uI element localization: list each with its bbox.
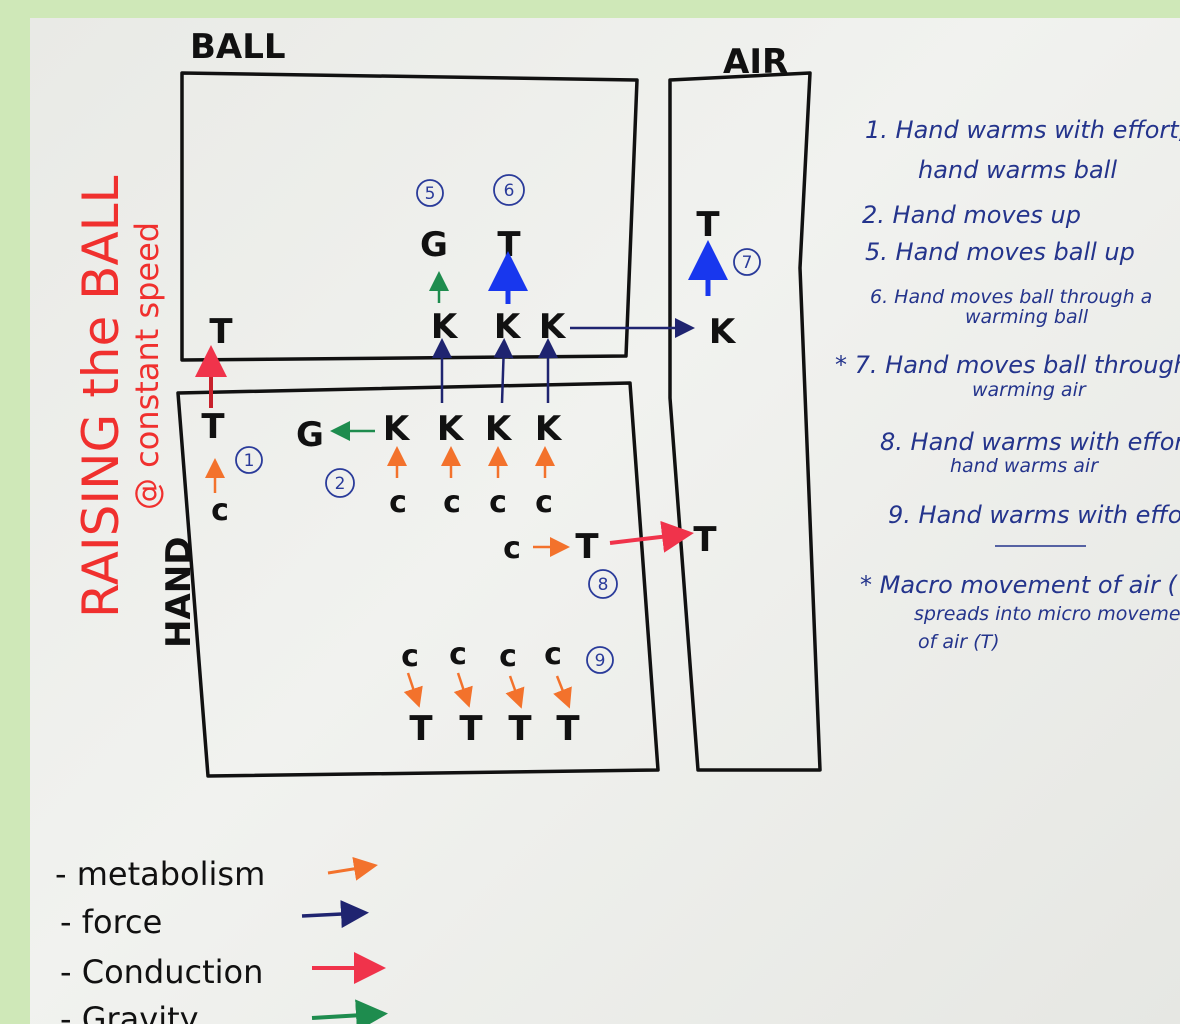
force-arrow (493, 338, 514, 404)
symbol-kinetic: K (437, 409, 465, 449)
symbol-kinetic: K (535, 409, 563, 449)
symbol-thermal: T (696, 205, 720, 245)
symbol-kinetic: K (383, 409, 411, 449)
svg-text:8: 8 (598, 575, 609, 595)
legend-gravity-arrow (311, 999, 388, 1024)
symbol-chemical: c (499, 639, 517, 674)
symbol-chemical: c (535, 485, 553, 520)
note-line: * 7. Hand moves ball through (835, 351, 1180, 379)
note-line: of air (T) (918, 631, 1000, 653)
step-8-marker: 8 (588, 569, 618, 599)
svg-text:7: 7 (742, 253, 753, 273)
legend-metabolism-arrow (327, 856, 378, 881)
diagram-subtitle: @ constant speed (128, 222, 166, 510)
symbol-chemical: c (401, 639, 419, 674)
legend-gravity-label: - Gravity (60, 1000, 199, 1024)
notes: 1. Hand warms with effort, hand warms ba… (835, 116, 1180, 653)
note-line: 1. Hand warms with effort, (865, 116, 1180, 144)
symbol-kinetic: K (431, 307, 459, 347)
metabolism-arrow (403, 672, 423, 708)
note-line: 6. Hand moves ball through a (870, 286, 1152, 308)
svg-text:6: 6 (504, 181, 515, 201)
note-line: * Macro movement of air ( (860, 571, 1178, 599)
note-line: warming ball (965, 306, 1089, 328)
symbol-thermal: T (201, 407, 225, 447)
diagram-title: RAISING the BALL (72, 175, 130, 618)
note-line: hand warms air (950, 455, 1099, 477)
symbol-thermal: T (508, 709, 532, 749)
symbol-kinetic: K (709, 312, 737, 352)
legend-force-arrow (301, 900, 369, 929)
legend-conduction-label: - Conduction (60, 953, 263, 991)
legend-force-label: - force (60, 903, 162, 941)
step-2-marker: 2 (325, 468, 355, 498)
symbol-chemical: c (449, 637, 467, 672)
note-line: 8. Hand warms with effort, (880, 428, 1180, 456)
note-line: 5. Hand moves ball up (865, 238, 1135, 266)
note-line: hand warms ball (918, 156, 1117, 184)
symbol-kinetic: K (494, 307, 522, 347)
legend-metabolism-label: - metabolism (55, 855, 265, 893)
step-1-marker: 1 (235, 446, 263, 474)
svg-text:9: 9 (595, 651, 606, 671)
ball-box (180, 71, 639, 362)
svg-text:5: 5 (425, 184, 436, 204)
metabolism-arrow (453, 672, 473, 708)
symbol-chemical: c (443, 485, 461, 520)
symbol-gravity: G (420, 225, 448, 265)
conduction-arrow (609, 520, 694, 553)
symbol-chemical: c (544, 637, 562, 672)
symbol-kinetic: K (485, 409, 513, 449)
step-9-marker: 9 (586, 646, 614, 674)
symbol-thermal: T (556, 709, 580, 749)
metabolism-arrow (553, 675, 572, 709)
step-5-marker: 5 (416, 179, 444, 207)
diagram-canvas: RAISING the BALL @ constant speed BALL A… (55, 27, 1180, 1024)
symbol-chemical: c (389, 485, 407, 520)
hand-box (176, 381, 660, 778)
symbol-thermal: T (575, 527, 599, 567)
legend: - metabolism - force - Conduction - Grav… (55, 855, 388, 1024)
svg-text:2: 2 (335, 474, 346, 494)
symbol-thermal: T (497, 225, 521, 265)
metabolism-arrow (505, 675, 525, 709)
symbol-thermal: T (693, 520, 717, 560)
symbol-gravity: G (296, 415, 324, 455)
note-line: warming air (972, 379, 1087, 401)
symbol-chemical: c (211, 493, 229, 528)
note-line: 2. Hand moves up (862, 201, 1081, 229)
symbol-thermal: T (409, 709, 433, 749)
whiteboard: RAISING the BALL @ constant speed BALL A… (30, 18, 1180, 1024)
step-7-marker: 7 (733, 248, 761, 276)
note-line: 9. Hand warms with effor (888, 501, 1180, 529)
symbol-kinetic: K (539, 307, 567, 347)
symbol-chemical: c (489, 485, 507, 520)
symbol-thermal: T (459, 709, 483, 749)
air-box (668, 71, 822, 772)
ball-label: BALL (190, 27, 286, 67)
step-6-marker: 6 (493, 174, 525, 206)
note-line: spreads into micro moveme (914, 603, 1180, 625)
symbol-chemical: c (503, 531, 521, 566)
symbol-thermal: T (209, 312, 233, 352)
svg-text:1: 1 (244, 451, 255, 471)
